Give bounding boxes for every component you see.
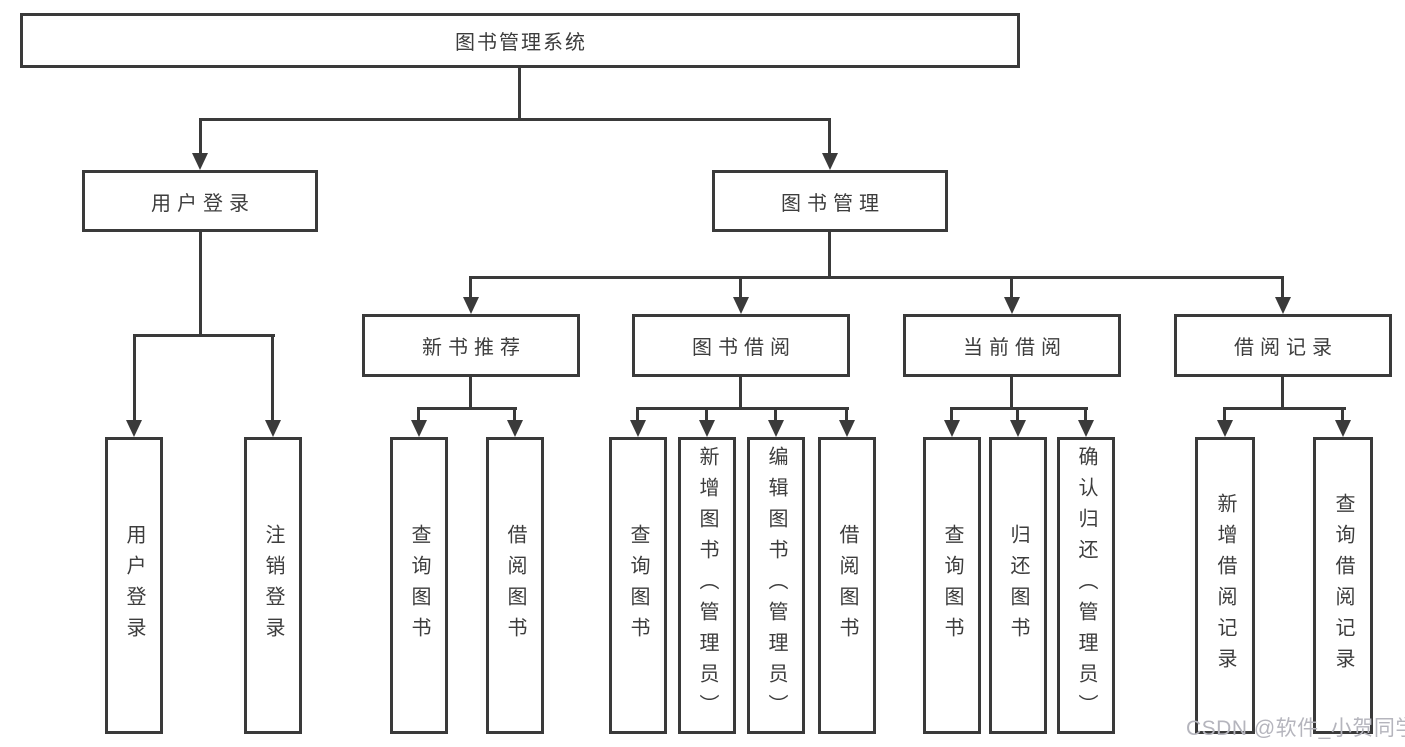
connector-line — [199, 118, 202, 155]
arrowhead-down-icon — [733, 297, 749, 314]
arrowhead-down-icon — [1010, 420, 1026, 437]
leaf-label: 用户登录 — [123, 523, 145, 648]
connector-line — [513, 407, 516, 421]
node-label: 图书借阅 — [692, 337, 796, 359]
connector-line — [518, 68, 521, 120]
leaf-label: 注销登录 — [262, 523, 284, 648]
leaf-label: 新增借阅记录 — [1214, 492, 1236, 679]
arrowhead-down-icon — [1078, 420, 1094, 437]
connector-line — [469, 276, 1284, 279]
leaf-query-books-current: 查询图书 — [923, 437, 981, 734]
connector-line — [739, 377, 742, 410]
arrowhead-down-icon — [768, 420, 784, 437]
connector-line — [828, 118, 831, 155]
leaf-user-login: 用户登录 — [105, 437, 163, 734]
arrowhead-down-icon — [699, 420, 715, 437]
arrowhead-down-icon — [507, 420, 523, 437]
arrowhead-down-icon — [1004, 297, 1020, 314]
connector-line — [469, 276, 472, 299]
connector-line — [133, 334, 136, 421]
leaf-label: 查询图书 — [408, 523, 430, 648]
connector-line — [1281, 276, 1284, 299]
connector-line — [774, 407, 777, 421]
connector-line — [417, 407, 517, 410]
leaf-query-borrow-record: 查询借阅记录 — [1313, 437, 1373, 734]
leaf-label: 借阅图书 — [836, 523, 858, 648]
arrowhead-down-icon — [1217, 420, 1233, 437]
node-label: 图书管理 — [781, 192, 885, 215]
arrowhead-down-icon — [944, 420, 960, 437]
node-label: 新书推荐 — [422, 337, 526, 359]
connector-line — [199, 118, 831, 121]
connector-line — [1341, 407, 1344, 421]
node-current-borrowing: 当前借阅 — [903, 314, 1121, 377]
arrowhead-down-icon — [126, 420, 142, 437]
connector-line — [469, 377, 472, 410]
leaf-query-books-recommend: 查询图书 — [390, 437, 448, 734]
leaf-label: 归还图书 — [1007, 523, 1029, 648]
connector-line — [1010, 276, 1013, 299]
arrowhead-down-icon — [463, 297, 479, 314]
connector-line — [739, 276, 742, 299]
leaf-confirm-return-admin: 确认归还（管理员） — [1057, 437, 1115, 734]
connector-line — [828, 232, 831, 279]
leaf-label: 编辑图书（管理员） — [765, 446, 787, 725]
leaf-query-books-borrowing: 查询图书 — [609, 437, 667, 734]
leaf-label: 借阅图书 — [504, 523, 526, 648]
arrowhead-down-icon — [822, 153, 838, 170]
leaf-borrow-books-borrowing: 借阅图书 — [818, 437, 876, 734]
leaf-add-borrow-record: 新增借阅记录 — [1195, 437, 1255, 734]
connector-line — [1223, 407, 1226, 421]
connector-line — [950, 407, 1088, 410]
connector-line — [845, 407, 848, 421]
arrowhead-down-icon — [839, 420, 855, 437]
leaf-label: 查询图书 — [627, 523, 649, 648]
node-user-login: 用户登录 — [82, 170, 318, 232]
node-borrowing-records: 借阅记录 — [1174, 314, 1392, 377]
arrowhead-down-icon — [1335, 420, 1351, 437]
arrowhead-down-icon — [265, 420, 281, 437]
leaf-label: 新增图书（管理员） — [696, 446, 718, 725]
connector-line — [1223, 407, 1346, 410]
leaf-label: 查询图书 — [941, 523, 963, 648]
connector-line — [271, 334, 274, 421]
connector-line — [1281, 377, 1284, 410]
arrowhead-down-icon — [1275, 297, 1291, 314]
arrowhead-down-icon — [630, 420, 646, 437]
node-new-book-recommendation: 新书推荐 — [362, 314, 580, 377]
connector-line — [1010, 377, 1013, 410]
node-label: 借阅记录 — [1234, 337, 1338, 359]
leaf-edit-book-admin: 编辑图书（管理员） — [747, 437, 805, 734]
watermark-text: CSDN @软件_小贺同学 — [1186, 717, 1405, 740]
connector-line — [636, 407, 849, 410]
connector-line — [950, 407, 953, 421]
node-label: 图书管理系统 — [455, 32, 587, 54]
leaf-add-book-admin: 新增图书（管理员） — [678, 437, 736, 734]
node-label: 用户登录 — [151, 192, 255, 215]
node-library-management-system: 图书管理系统 — [20, 13, 1020, 68]
connector-line — [199, 232, 202, 337]
connector-line — [417, 407, 420, 421]
leaf-label: 查询借阅记录 — [1332, 492, 1354, 679]
leaf-logout: 注销登录 — [244, 437, 302, 734]
arrowhead-down-icon — [411, 420, 427, 437]
connector-line — [636, 407, 639, 421]
arrowhead-down-icon — [192, 153, 208, 170]
leaf-label: 确认归还（管理员） — [1075, 446, 1097, 725]
connector-line — [1016, 407, 1019, 421]
node-book-borrowing: 图书借阅 — [632, 314, 850, 377]
leaf-borrow-books-recommend: 借阅图书 — [486, 437, 544, 734]
connector-line — [133, 334, 275, 337]
leaf-return-books: 归还图书 — [989, 437, 1047, 734]
connector-line — [1084, 407, 1087, 421]
node-label: 当前借阅 — [963, 337, 1067, 359]
node-book-management: 图书管理 — [712, 170, 948, 232]
connector-line — [705, 407, 708, 421]
